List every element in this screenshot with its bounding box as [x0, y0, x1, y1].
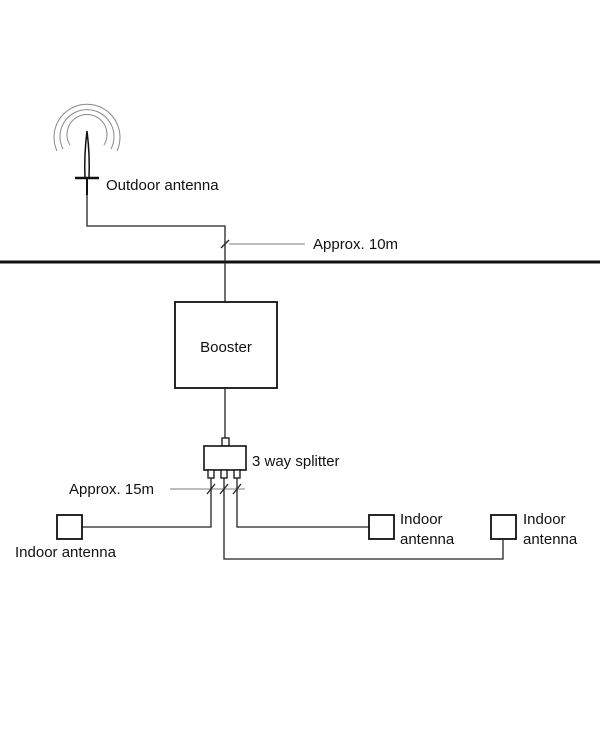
indoor-antenna-1-label: Indoor antenna — [15, 544, 117, 561]
radio-waves-icon — [53, 103, 121, 152]
splitter-label: 3 way splitter — [252, 453, 340, 470]
cable-to-indoor-antenna-3 — [223, 478, 504, 560]
booster-label: Booster — [200, 339, 252, 356]
cable-outdoor-to-booster — [86, 195, 226, 302]
indoor-antenna-1-icon — [56, 514, 83, 540]
indoor-antenna-3-label-line2: antenna — [523, 531, 578, 548]
booster-box — [174, 301, 278, 389]
indoor-antenna-3-icon — [490, 514, 517, 540]
indoor-antenna-2-icon — [368, 514, 395, 540]
cable-length-15m-label: Approx. 15m — [69, 481, 154, 498]
outdoor-antenna-label: Outdoor antenna — [106, 177, 219, 194]
cable-length-10m-label: Approx. 10m — [313, 236, 398, 253]
outdoor-antenna-icon — [75, 130, 99, 195]
cable-to-indoor-antenna-1 — [82, 478, 212, 528]
indoor-antenna-2-label-line2: antenna — [400, 531, 455, 548]
cable-length-tick — [220, 239, 230, 249]
indoor-antenna-2-label-line1: Indoor — [400, 511, 443, 528]
cable-to-indoor-antenna-2 — [236, 478, 369, 528]
splitter-icon — [203, 437, 247, 479]
indoor-antenna-3-label-line1: Indoor — [523, 511, 566, 528]
